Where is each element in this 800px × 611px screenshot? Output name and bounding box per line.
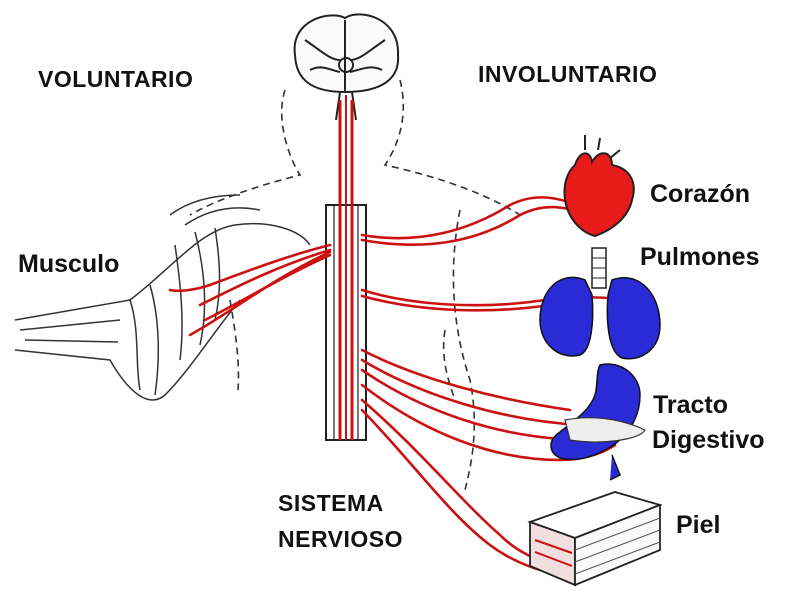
skin-organ <box>527 491 663 587</box>
arm <box>14 194 311 401</box>
digestive-organ <box>550 363 646 481</box>
heart-label: Corazón <box>650 180 750 208</box>
voluntary-label: VOLUNTARIO <box>38 66 194 92</box>
skin-label: Piel <box>676 511 721 539</box>
brain <box>293 13 400 121</box>
heart-organ <box>563 135 635 238</box>
nervous-system-label-line1: SISTEMA <box>278 490 384 516</box>
involuntary-label: INVOLUNTARIO <box>478 61 658 87</box>
digestive-tract-label-line2: Digestivo <box>652 426 765 454</box>
digestive-tract-label-line1: Tracto <box>653 391 729 419</box>
lungs-label: Pulmones <box>640 243 760 271</box>
body-outline <box>189 79 521 491</box>
lungs-organ <box>539 247 661 360</box>
spinal-cord <box>325 95 367 441</box>
muscle-label: Musculo <box>18 250 120 278</box>
nervous-system-label-line2: NERVIOSO <box>278 526 403 552</box>
